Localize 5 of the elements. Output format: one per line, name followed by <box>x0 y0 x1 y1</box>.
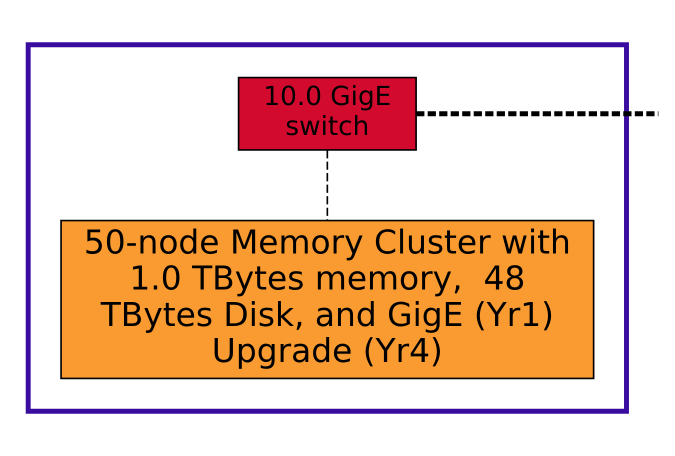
node-box: 10.0 GigE switch <box>238 76 417 151</box>
connector <box>326 150 328 220</box>
node-box: 50-node Memory Cluster with 1.0 TBytes memory, 48 TBytes Disk, and GigE (Yr1) Upgrade (Yr4) <box>60 220 594 380</box>
connector <box>416 111 658 116</box>
cluster <box>26 42 629 414</box>
